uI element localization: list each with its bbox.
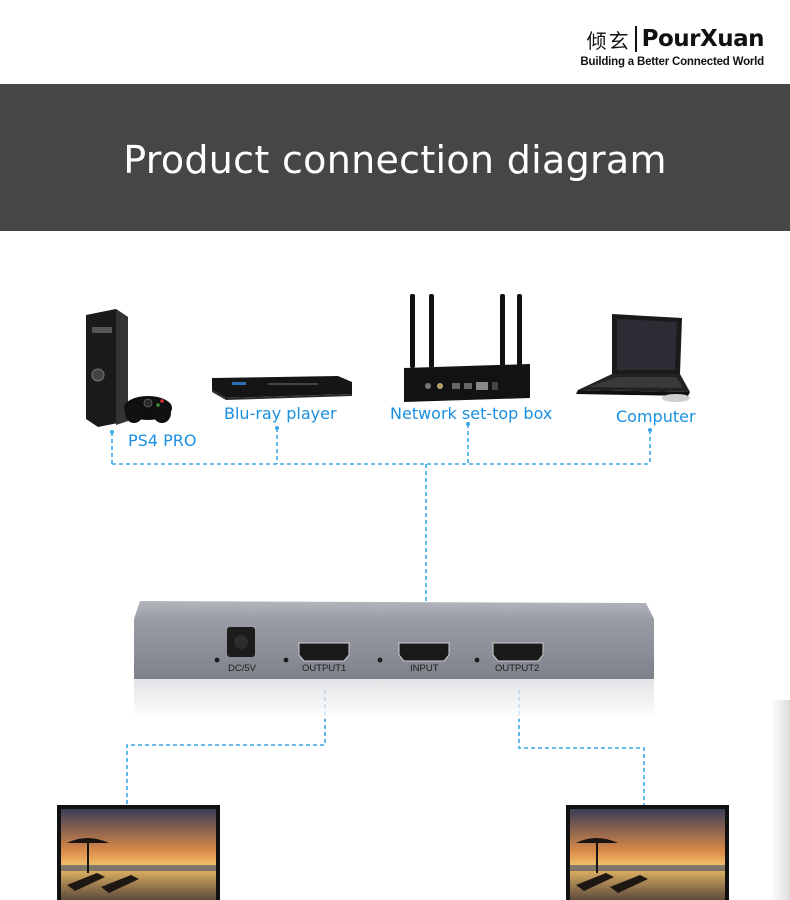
laptop-icon — [576, 314, 690, 402]
title-banner: Product connection diagram — [0, 84, 790, 231]
hdmi-splitter: DC/5V OUTPUT1 INPUT OUTPUT2 — [134, 597, 654, 722]
source-label-bluray: Blu-ray player — [224, 404, 337, 423]
brand-tagline: Building a Better Connected World — [580, 56, 764, 68]
bluray-player-icon — [212, 376, 352, 400]
brand-chinese-name: 倾玄 — [586, 28, 631, 53]
tv-icon — [566, 805, 729, 900]
tv-icon — [57, 805, 220, 900]
source-label-settopbox: Network set-top box — [390, 404, 553, 423]
page-title: Product connection diagram — [123, 137, 667, 182]
output2-port-label: OUTPUT2 — [495, 663, 540, 674]
game-console-icon — [86, 309, 172, 427]
set-top-box-icon — [404, 294, 530, 402]
logo-divider — [634, 26, 637, 52]
source-label-ps4: PS4 PRO — [128, 431, 197, 450]
output1-connector-line — [126, 690, 326, 805]
output1-port-label: OUTPUT1 — [302, 663, 347, 674]
side-reflection — [771, 700, 790, 900]
brand-logo: 倾玄 PourXuan Building a Better Connected … — [580, 24, 765, 68]
input-port-label: INPUT — [410, 663, 439, 674]
brand-name: PourXuan — [641, 26, 765, 52]
power-port-label: DC/5V — [228, 663, 256, 674]
source-label-computer: Computer — [616, 407, 696, 426]
